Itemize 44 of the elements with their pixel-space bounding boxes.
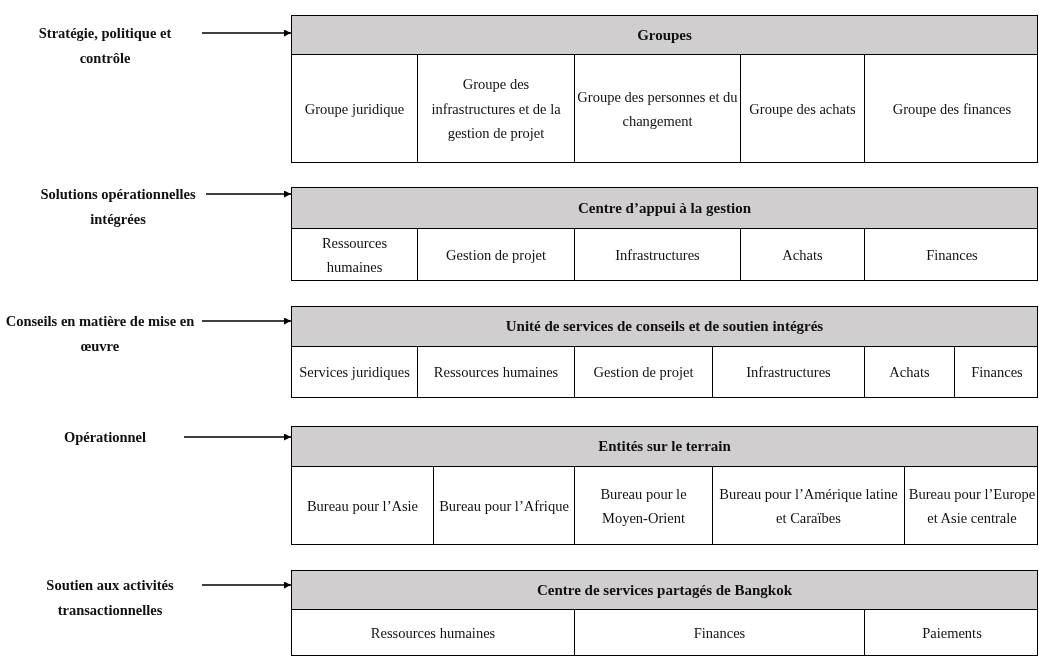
table-cell: Groupe des personnes et du changement (574, 55, 740, 163)
table-cell: Finances (954, 347, 1039, 398)
table-cell: Achats (740, 229, 864, 281)
table-cell: Infrastructures (712, 347, 864, 398)
level-label: Solutions opérationnelles intégrées (34, 182, 202, 256)
arrow (201, 317, 292, 325)
arrow (201, 581, 292, 589)
table-cell: Infrastructures (574, 229, 740, 281)
table-cell: Paiements (864, 610, 1039, 656)
arrow (183, 433, 292, 441)
level-label: Stratégie, politique et contrôle (12, 21, 198, 71)
table-cell: Gestion de projet (574, 347, 712, 398)
table-cell: Bureau pour l’Asie (292, 467, 433, 545)
table-header: Groupes (292, 16, 1037, 55)
level-label: Opérationnel (30, 425, 180, 450)
table-cell: Finances (864, 229, 1039, 281)
table-cell: Groupe des infrastructures et de la gestion de projet (417, 55, 574, 163)
level-label: Soutien aux activités transactionnelles (22, 573, 198, 647)
table-header: Centre d’appui à la gestion (292, 188, 1037, 229)
table-cell: Groupe juridique (292, 55, 417, 163)
arrow (201, 29, 292, 37)
table-cell: Ressources humaines (417, 347, 574, 398)
table-header: Centre de services partagés de Bangkok (292, 571, 1037, 610)
org-table (291, 187, 1038, 281)
table-cell: Groupe des finances (864, 55, 1039, 163)
org-table (291, 15, 1038, 163)
table-cell: Ressources humaines (292, 229, 417, 281)
table-cell: Achats (864, 347, 954, 398)
table-cell: Bureau pour l’Afrique (433, 467, 574, 545)
org-table (291, 426, 1038, 545)
table-header: Unité de services de conseils et de soutien intégrés (292, 307, 1037, 347)
table-cell: Ressources humaines (292, 610, 574, 656)
arrow (205, 190, 292, 198)
org-table (291, 570, 1038, 656)
org-table (291, 306, 1038, 398)
table-cell: Finances (574, 610, 864, 656)
table-cell: Bureau pour l’Amérique latine et Caraïbes (712, 467, 904, 545)
level-label: Conseils en matière de mise en œuvre (2, 309, 198, 359)
table-cell: Gestion de projet (417, 229, 574, 281)
table-header: Entités sur le terrain (292, 427, 1037, 467)
table-cell: Services juridiques (292, 347, 417, 398)
table-cell: Groupe des achats (740, 55, 864, 163)
table-cell: Bureau pour l’Europe et Asie centrale (904, 467, 1039, 545)
table-cell: Bureau pour le Moyen-Orient (574, 467, 712, 545)
